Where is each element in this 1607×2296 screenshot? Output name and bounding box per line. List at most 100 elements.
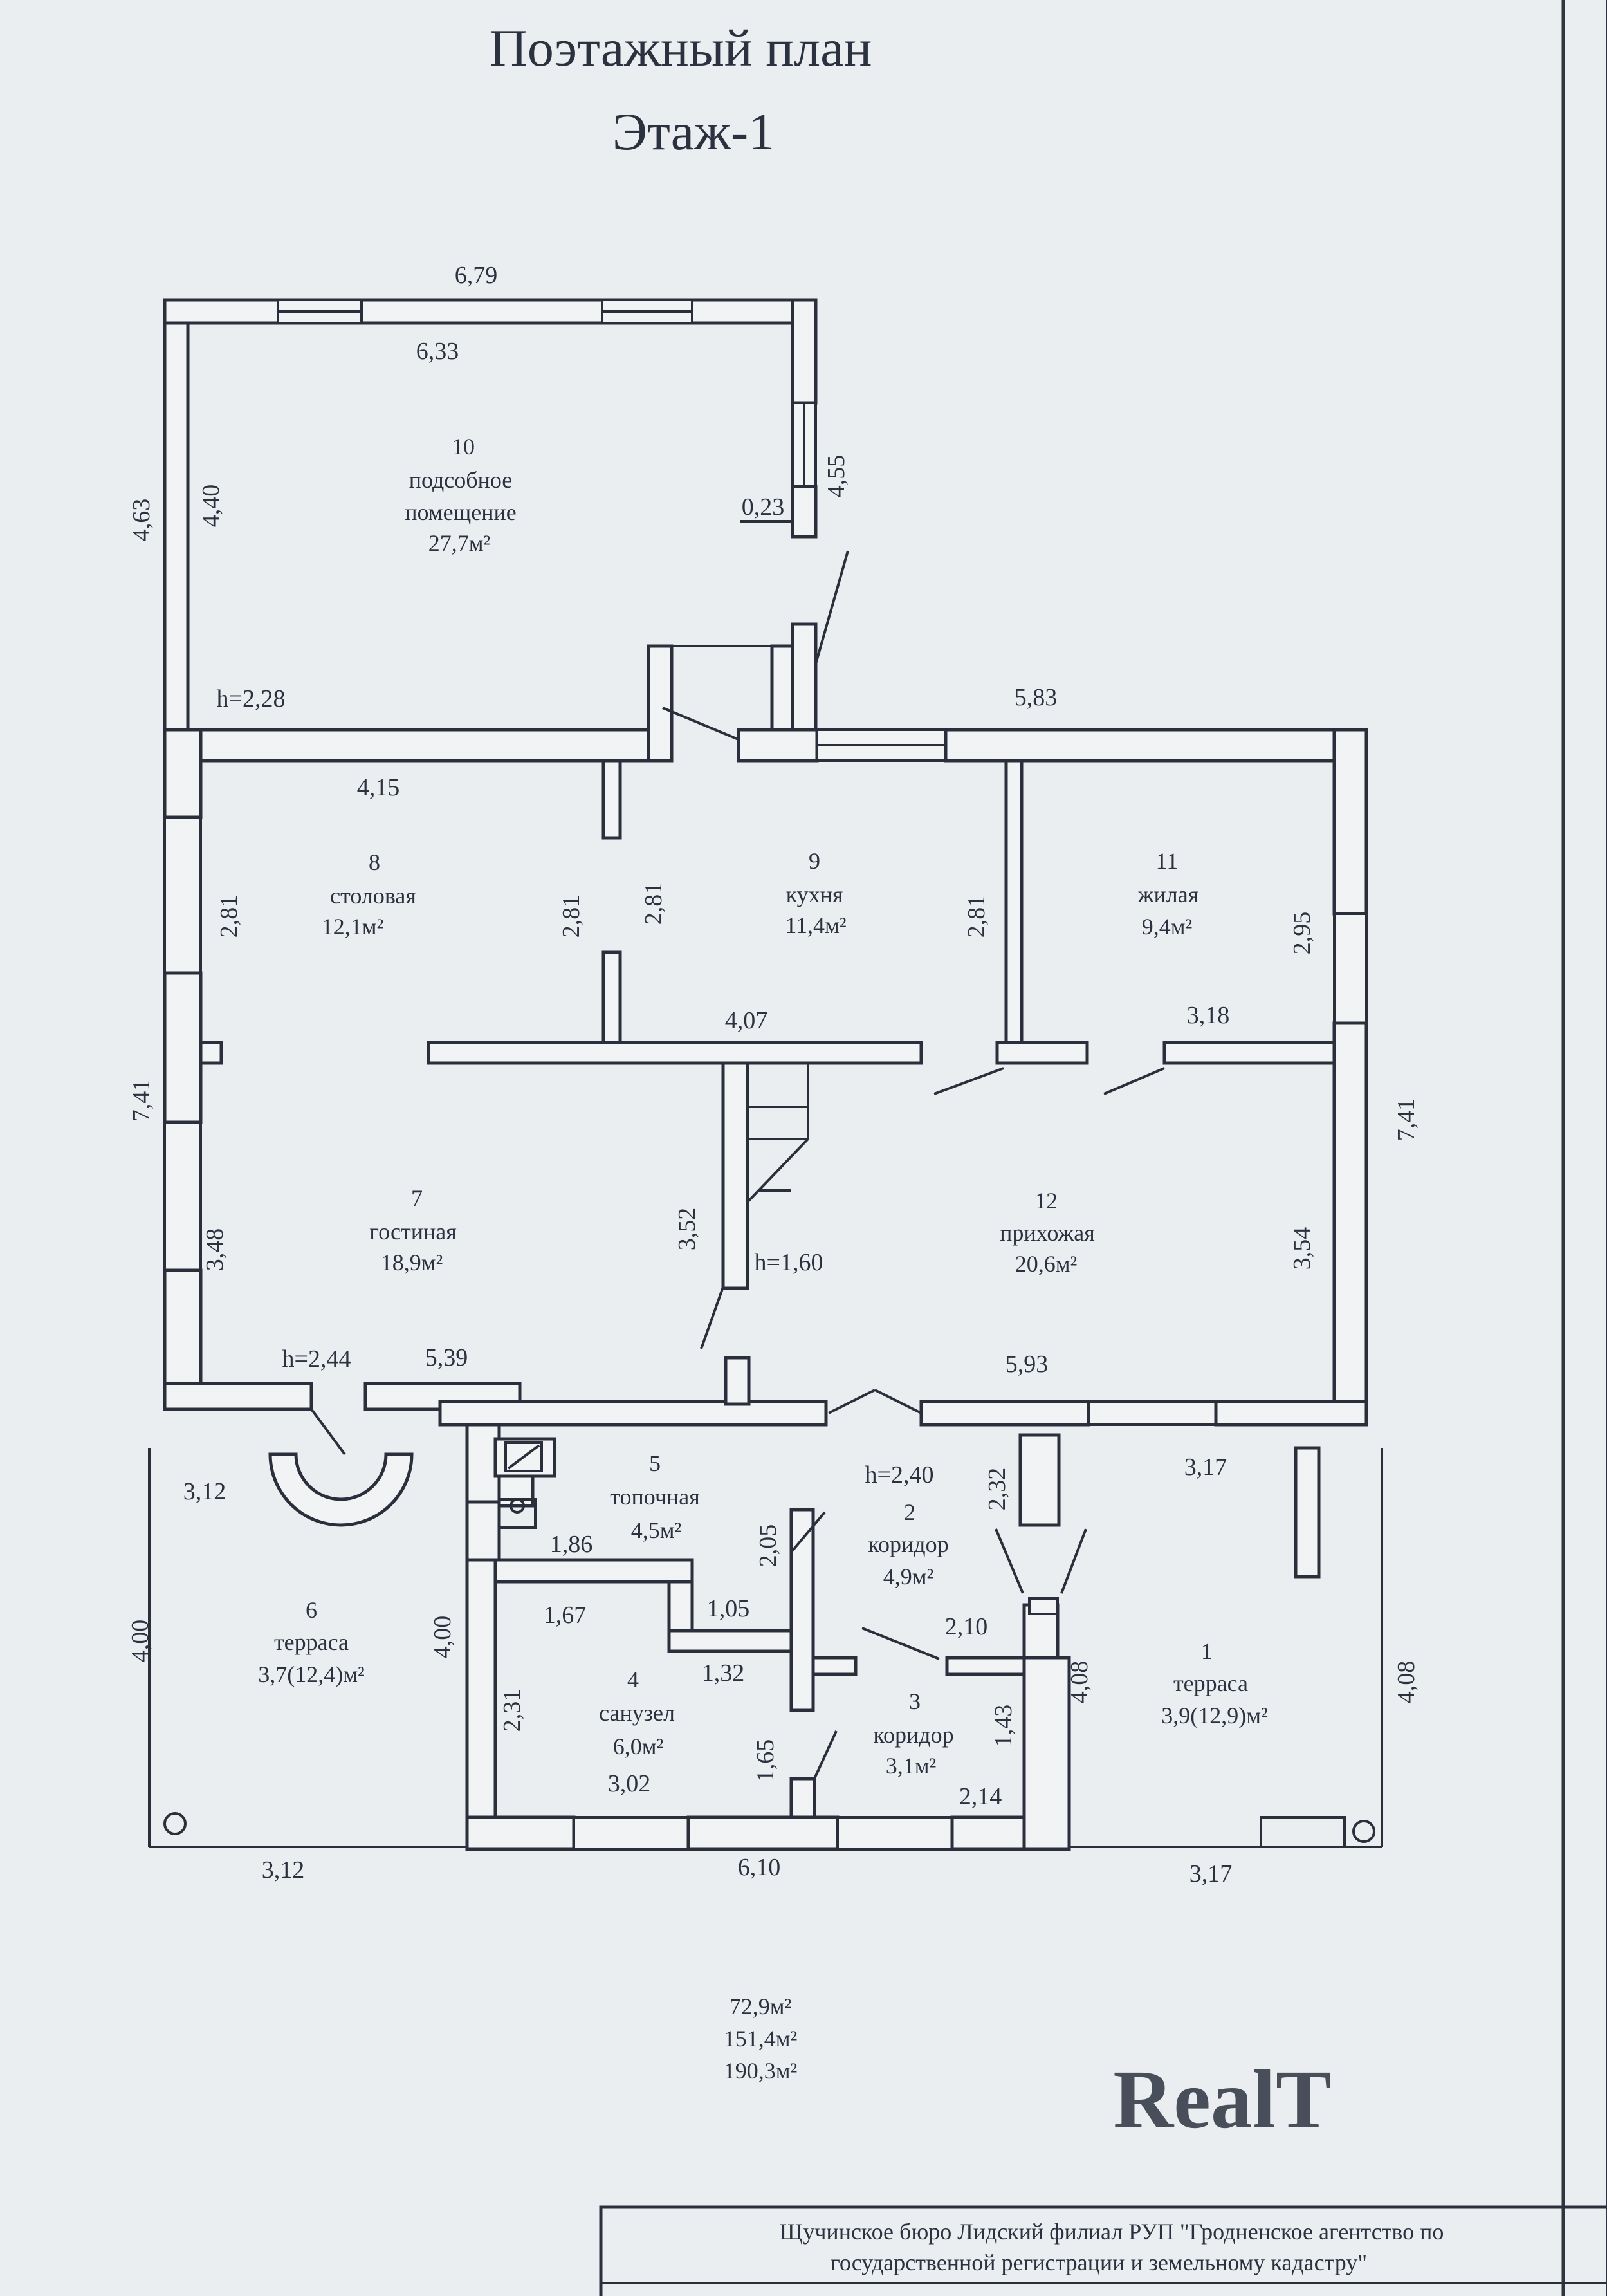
svg-text:3,1м²: 3,1м² — [886, 1753, 937, 1779]
svg-text:6,33: 6,33 — [416, 338, 459, 365]
footer-stamp: Щучинское бюро Лидский филиал РУП "Гродн… — [599, 2205, 1607, 2296]
room-11-label: 11 жилая 9,4м² — [1137, 848, 1199, 940]
svg-text:1,65: 1,65 — [752, 1739, 779, 1782]
svg-text:4,9м²: 4,9м² — [883, 1564, 934, 1589]
svg-text:6,10: 6,10 — [738, 1854, 781, 1881]
svg-text:терраса: терраса — [274, 1629, 349, 1655]
svg-text:0,23: 0,23 — [742, 494, 785, 521]
svg-text:1,67: 1,67 — [544, 1602, 587, 1629]
svg-text:2,14: 2,14 — [959, 1783, 1002, 1810]
svg-text:столовая: столовая — [330, 883, 416, 909]
svg-text:2,31: 2,31 — [499, 1689, 526, 1732]
svg-text:h=2,28: h=2,28 — [217, 685, 286, 712]
svg-text:12: 12 — [1034, 1188, 1058, 1214]
room-1-label: 1 терраса 3,9(12,9)м² — [1161, 1638, 1268, 1728]
svg-text:4,15: 4,15 — [357, 774, 400, 801]
svg-text:4: 4 — [627, 1667, 639, 1692]
door-jamb — [791, 622, 818, 732]
svg-text:7: 7 — [411, 1185, 423, 1211]
svg-text:кухня: кухня — [786, 882, 843, 907]
main-walls — [163, 728, 1368, 1427]
room-12-label: 12 прихожая 20,6м² — [1000, 1188, 1095, 1277]
svg-text:27,7м²: 27,7м² — [428, 530, 491, 556]
svg-text:подсобное: подсобное — [409, 467, 513, 493]
svg-text:3,48: 3,48 — [201, 1228, 228, 1272]
svg-text:3,52: 3,52 — [674, 1208, 701, 1251]
svg-text:прихожая: прихожая — [1000, 1220, 1095, 1246]
svg-text:3,12: 3,12 — [262, 1856, 305, 1884]
svg-text:11: 11 — [1156, 848, 1179, 874]
svg-text:гостиная: гостиная — [369, 1219, 457, 1245]
svg-text:жилая: жилая — [1137, 882, 1199, 907]
fireplace-arc — [268, 1452, 414, 1527]
svg-text:3,9(12,9)м²: 3,9(12,9)м² — [1161, 1703, 1268, 1728]
svg-text:18,9м²: 18,9м² — [381, 1250, 443, 1275]
svg-text:6,79: 6,79 — [455, 262, 498, 289]
svg-text:2,81: 2,81 — [640, 882, 667, 925]
svg-text:3,17: 3,17 — [1184, 1454, 1227, 1481]
svg-text:10: 10 — [452, 434, 475, 459]
svg-text:4,63: 4,63 — [128, 499, 155, 542]
svg-text:11,4м²: 11,4м² — [785, 912, 846, 938]
svg-text:1,05: 1,05 — [707, 1595, 750, 1622]
room-9-label: 9 кухня 11,4м² — [785, 848, 846, 938]
watermark-logo: RealT — [1113, 2053, 1331, 2146]
svg-text:терраса: терраса — [1173, 1671, 1248, 1696]
svg-text:3,12: 3,12 — [183, 1478, 226, 1505]
svg-text:72,9м²: 72,9м² — [730, 1994, 792, 2019]
room-10-windows — [277, 299, 817, 488]
svg-text:2,81: 2,81 — [558, 895, 585, 938]
svg-text:коридор: коридор — [873, 1722, 953, 1748]
door-swing-9 — [662, 707, 740, 741]
svg-text:151,4м²: 151,4м² — [724, 2026, 798, 2051]
svg-text:4,5м²: 4,5м² — [631, 1517, 682, 1543]
svg-text:8: 8 — [369, 849, 380, 875]
svg-text:2,05: 2,05 — [755, 1524, 782, 1568]
svg-text:4,08: 4,08 — [1066, 1661, 1093, 1704]
svg-text:7,41: 7,41 — [128, 1079, 155, 1122]
room-8-label: 8 столовая 12,1м² — [322, 849, 416, 940]
svg-text:2,95: 2,95 — [1289, 912, 1316, 955]
svg-text:5,39: 5,39 — [425, 1344, 468, 1371]
svg-text:2,10: 2,10 — [945, 1613, 988, 1640]
svg-text:5,93: 5,93 — [1006, 1351, 1049, 1378]
svg-text:5: 5 — [649, 1450, 661, 1476]
svg-text:4,55: 4,55 — [823, 455, 850, 498]
svg-text:9,4м²: 9,4м² — [1142, 914, 1193, 940]
svg-text:санузел: санузел — [599, 1700, 675, 1726]
svg-text:6: 6 — [306, 1597, 317, 1623]
room-4-label: 4 санузел 6,0м² — [599, 1667, 675, 1759]
svg-text:3,7(12,4)м²: 3,7(12,4)м² — [258, 1662, 365, 1687]
svg-text:коридор: коридор — [868, 1532, 948, 1557]
svg-text:2: 2 — [904, 1499, 915, 1525]
door-swings-main — [700, 1067, 1165, 1414]
room-2-label: 2 коридор 4,9м² — [868, 1499, 948, 1589]
svg-text:h=2,44: h=2,44 — [282, 1346, 351, 1373]
footer-line-2: государственной регистрации и земельному… — [831, 2250, 1367, 2275]
svg-text:2,81: 2,81 — [963, 895, 990, 938]
svg-text:4,40: 4,40 — [197, 485, 225, 528]
svg-text:помещение: помещение — [405, 499, 517, 525]
svg-text:h=2,40: h=2,40 — [865, 1461, 934, 1488]
svg-text:1: 1 — [1201, 1638, 1213, 1664]
svg-text:9: 9 — [809, 848, 820, 874]
svg-text:4,00: 4,00 — [127, 1620, 154, 1663]
svg-text:топочная: топочная — [610, 1484, 700, 1510]
svg-text:1,43: 1,43 — [990, 1705, 1017, 1748]
svg-text:4,07: 4,07 — [725, 1007, 768, 1034]
svg-text:2,32: 2,32 — [984, 1468, 1011, 1511]
room-5-label: 5 топочная 4,5м² — [610, 1450, 700, 1543]
svg-text:1,86: 1,86 — [550, 1531, 593, 1558]
svg-text:3,02: 3,02 — [608, 1770, 651, 1797]
fireplace-line — [310, 1408, 346, 1456]
svg-text:6,0м²: 6,0м² — [613, 1734, 664, 1759]
svg-text:1,32: 1,32 — [702, 1660, 745, 1687]
plan-title: Поэтажный план — [490, 19, 872, 77]
svg-text:3,17: 3,17 — [1189, 1860, 1233, 1887]
svg-text:3,54: 3,54 — [1289, 1227, 1316, 1270]
service-walls — [465, 1423, 1071, 1851]
dimension-labels: 6,79 6,33 4,63 4,40 4,55 0,23 h=2,28 5,8… — [127, 262, 1420, 1887]
svg-text:190,3м²: 190,3м² — [724, 2058, 798, 2084]
terrace-post-left — [163, 1812, 187, 1835]
room-10-label: 10 подсобное помещение 27,7м² — [405, 434, 517, 556]
